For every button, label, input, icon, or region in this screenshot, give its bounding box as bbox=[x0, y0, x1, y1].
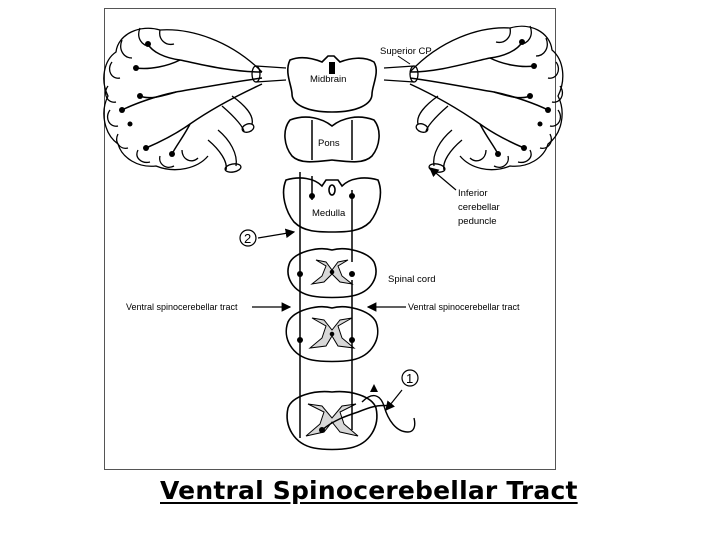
right-dots bbox=[495, 39, 551, 157]
sensory-afferent-fiber bbox=[361, 395, 416, 433]
spinal-cord-lower bbox=[286, 390, 378, 451]
label-vsct-left: Ventral spinocerebellar tract bbox=[126, 302, 238, 312]
left-dots bbox=[119, 41, 175, 157]
left-peduncles bbox=[207, 65, 287, 173]
receptor-icon bbox=[370, 384, 378, 392]
tract-dots bbox=[297, 193, 355, 433]
label-inferior-peduncle-1: Inferior bbox=[458, 188, 488, 199]
label-inferior-peduncle-2: cerebellar bbox=[458, 202, 500, 213]
svg-text:1: 1 bbox=[406, 371, 413, 386]
label-superior-cp: Superior CP bbox=[380, 46, 432, 57]
left-cerebellar-hemisphere bbox=[103, 27, 263, 171]
right-cerebellar-hemisphere bbox=[409, 25, 564, 171]
slide-title: Ventral Spinocerebellar Tract bbox=[160, 476, 578, 505]
marker-two: 2 bbox=[239, 228, 296, 247]
left-cerebellar-branches bbox=[121, 43, 263, 155]
label-midbrain: Midbrain bbox=[310, 74, 346, 85]
spinal-cord-middle bbox=[285, 306, 379, 363]
midbrain-section bbox=[286, 55, 378, 113]
medulla-section bbox=[282, 177, 382, 233]
right-cerebellar-branches bbox=[409, 41, 549, 155]
label-spinal-cord: Spinal cord bbox=[388, 274, 436, 285]
label-pons: Pons bbox=[318, 138, 340, 149]
marker-one: 1 bbox=[385, 369, 419, 411]
tract-lines bbox=[299, 120, 391, 438]
label-inferior-peduncle-3: peduncle bbox=[458, 216, 497, 227]
inferior-peduncle-arrow bbox=[429, 167, 457, 191]
right-peduncles bbox=[383, 65, 463, 173]
label-medulla: Medulla bbox=[312, 208, 346, 219]
svg-text:2: 2 bbox=[244, 231, 251, 246]
superior-cp-leader bbox=[397, 55, 411, 65]
spinal-cord-upper bbox=[287, 247, 377, 299]
label-vsct-right: Ventral spinocerebellar tract bbox=[408, 302, 520, 312]
pons-section bbox=[284, 116, 380, 163]
